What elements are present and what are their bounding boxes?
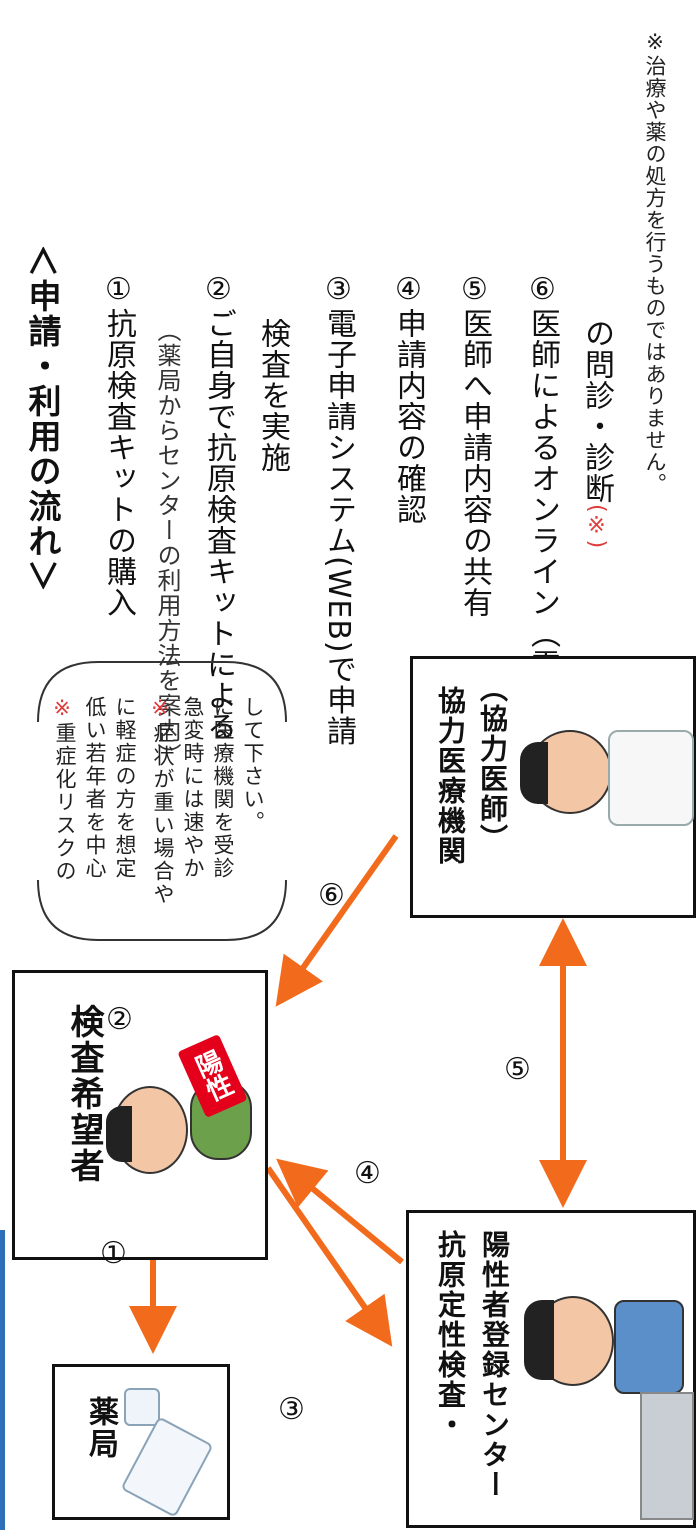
step-4-text: 申請内容の確認 <box>391 308 426 525</box>
note-2-line-1: 症状が重い場合や <box>151 722 175 906</box>
step-1-text: 抗原検査キットの購入 <box>101 308 136 618</box>
note-bracket-bottom <box>37 879 287 941</box>
edge-mark <box>0 1230 5 1530</box>
arrow-4-label: ④ <box>354 1156 381 1191</box>
applicant-hair <box>106 1106 132 1162</box>
step-6-sub-text: の問診・診断 <box>579 318 614 504</box>
note-bracket-top <box>37 661 287 723</box>
note-2-mark: ※ <box>148 696 172 722</box>
note-2-line-3: に医療機関を受診 <box>211 696 235 880</box>
doctor-coat <box>608 730 694 826</box>
note-1-line-1: 重症化リスクの <box>53 722 77 883</box>
flow-title: ＜申請・利用の流れ＞ <box>23 244 62 594</box>
step-2-sub: 検査を実施 <box>255 318 290 473</box>
step-3: ③電子申請システム(WEB)で申請 <box>316 272 360 747</box>
laptop-icon <box>640 1392 694 1520</box>
arrow-5-label: ⑤ <box>504 1052 531 1087</box>
doctor-hair <box>520 742 548 804</box>
test-vial-icon <box>124 1388 160 1426</box>
step-5-text: 医師へ申請内容の共有 <box>457 308 492 618</box>
footnote: ※治療や薬の処方を行うものではありません。 <box>643 30 667 495</box>
arrow-6-label: ⑥ <box>318 878 345 913</box>
step-6-sub: の問診・診断(※) <box>574 318 618 549</box>
doctor-label-1: 協力医療機関 <box>434 686 467 866</box>
center-label-1: 抗原定性検査・ <box>434 1230 467 1440</box>
step-1-sub: （薬局からセンターの利用方法を案内） <box>153 318 181 768</box>
step-4-number: ④ <box>391 272 426 308</box>
center-label-2: 陽性者登録センター <box>478 1230 511 1500</box>
step-3-number: ③ <box>321 272 356 308</box>
applicant-step-number: ② <box>106 1002 133 1037</box>
note-1-mark: ※ <box>50 696 74 722</box>
operator-hair <box>524 1300 554 1380</box>
step-4: ④申請内容の確認 <box>386 272 430 525</box>
doctor-label-2: （協力医師） <box>476 674 509 854</box>
step-2-text: ご自身で抗原検査キットによる <box>201 308 236 742</box>
arrow-3-label: ③ <box>278 1392 305 1427</box>
note-2-line-2: 急変時には速やか <box>181 696 205 880</box>
arrow-4 <box>276 1158 404 1265</box>
step-1: ①抗原検査キットの購入 <box>96 272 140 618</box>
step-2: ②ご自身で抗原検査キットによる <box>196 272 240 742</box>
note-1-line-2: 低い若年者を中心 <box>83 696 107 880</box>
step-1-number: ① <box>101 272 136 308</box>
arrow-3 <box>265 1166 393 1347</box>
step-5-number: ⑤ <box>457 272 492 308</box>
step-5: ⑤医師へ申請内容の共有 <box>452 272 496 618</box>
step-6-sub-mark: (※) <box>584 504 609 550</box>
applicant-label: 検査希望者 <box>64 1004 104 1184</box>
arrow-6 <box>275 834 399 1007</box>
step-2-number: ② <box>201 272 236 308</box>
note-1-line-3: に軽症の方を想定 <box>113 696 137 880</box>
step-6-number: ⑥ <box>525 272 560 308</box>
operator-shirt <box>614 1300 684 1394</box>
pharmacy-label: 薬局 <box>83 1396 118 1460</box>
arrow-1-label: ① <box>100 1236 127 1271</box>
step-3-text: 電子申請システム(WEB)で申請 <box>321 308 356 747</box>
note-2-line-4: して下さい。 <box>241 696 265 834</box>
